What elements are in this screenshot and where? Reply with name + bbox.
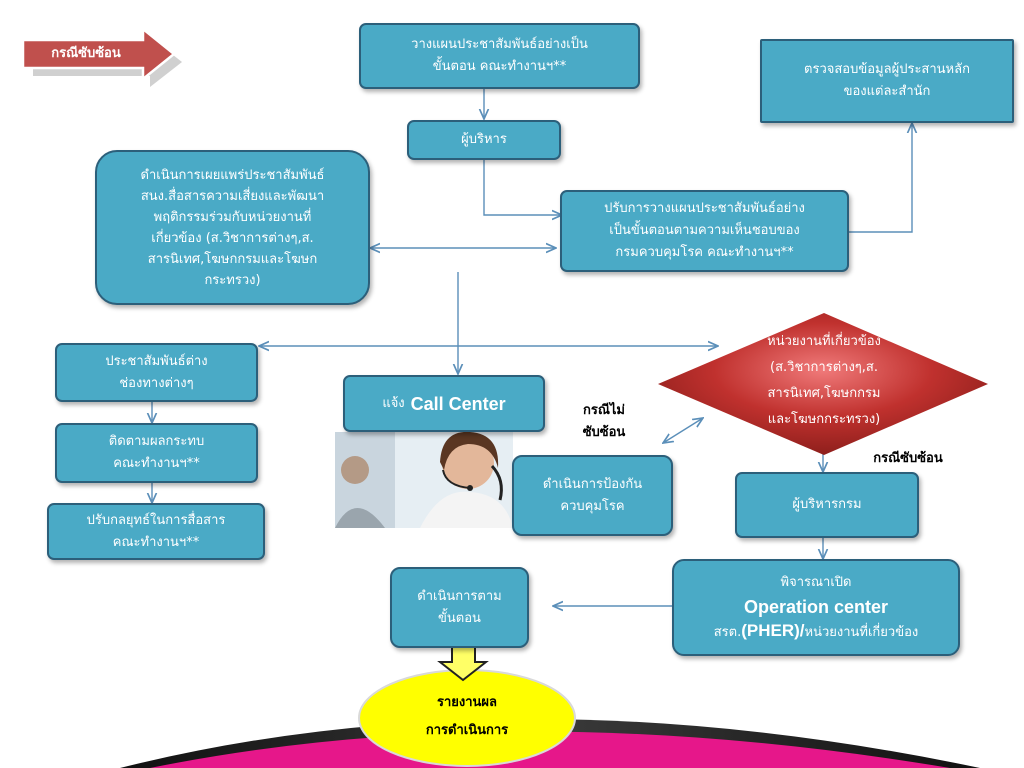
dept-executives-box: ผู้บริหารกรม [735, 472, 919, 538]
adjust-plan-box: ปรับการวางแผนประชาสัมพันธ์อย่าง เป็นขั้น… [560, 190, 849, 272]
executives-label: ผู้บริหาร [461, 132, 507, 147]
agencies-line-3: สารนิเทศ,โฆษกกรม [767, 386, 881, 401]
track-impact-line-2: คณะทำงานฯ** [113, 456, 200, 471]
disseminate-line-3: พฤติกรรมร่วมกับหน่วยงานที่ [153, 209, 312, 225]
agencies-line-1: หน่วยงานที่เกี่ยวข้อง [767, 334, 881, 349]
agencies-line-4: และโฆษกกระทรวง) [767, 412, 881, 427]
disseminate-line-5: สารนิเทศ,โฆษกกรมและโฆษก [147, 251, 318, 267]
operation-center-line-3-bold: (PHER)/ [741, 620, 805, 640]
operation-center-box: พิจารณาเปิด Operation center สรต.(PHER)/… [672, 559, 960, 656]
tag-complex: กรณีซับซ้อน [873, 451, 943, 466]
agencies-diamond-shape [658, 313, 988, 455]
follow-steps-line-2: ขั้นตอน [438, 610, 481, 626]
plan-pr-line-2: ขั้นตอน คณะทำงานฯ** [432, 59, 567, 74]
arrow-agencies-prevention [663, 418, 703, 443]
agencies-diamond-text: หน่วยงานที่เกี่ยวข้อง (ส.วิชาการต่างๆ,ส.… [720, 329, 928, 433]
tag-not-complex-line-1: กรณีไม่ [582, 403, 626, 418]
follow-steps-box: ดำเนินการตาม ขั้นตอน [390, 567, 529, 648]
pr-channels-box: ประชาสัมพันธ์ต่าง ช่องทางต่างๆ [55, 343, 258, 402]
operation-center-line-1: พิจารณาเปิด [780, 574, 852, 590]
call-center-agent-photo [335, 431, 513, 528]
badge-label: กรณีซับซ้อน [51, 46, 121, 61]
disseminate-box: ดำเนินการเผยแพร่ประชาสัมพันธ์ สนง.สื่อสา… [95, 150, 370, 305]
report-line-2: การดำเนินการ [425, 723, 509, 738]
check-info-box: ตรวจสอบข้อมูลผู้ประสานหลัก ของแต่ละสำนัก [760, 39, 1014, 123]
prevention-line-2: ควบคุมโรค [560, 498, 625, 514]
pr-channels-line-1: ประชาสัมพันธ์ต่าง [105, 353, 208, 369]
adjust-plan-line-1: ปรับการวางแผนประชาสัมพันธ์อย่าง [604, 201, 805, 216]
agencies-line-2: (ส.วิชาการต่างๆ,ส. [770, 360, 878, 375]
operation-center-line-3-prefix: สรต. [713, 624, 742, 640]
adjust-strategy-line-1: ปรับกลยุทธ์ในการสื่อสาร [86, 512, 226, 528]
track-impact-line-1: ติดตามผลกระทบ [108, 434, 205, 449]
operation-center-line-2: Operation center [743, 596, 889, 617]
disseminate-line-4: เกี่ยวข้อง (ส.วิชาการต่างๆ,ส. [151, 230, 314, 246]
tag-not-complex: กรณีไม่ ซับซ้อน [568, 400, 640, 444]
adjust-strategy-line-2: คณะทำงานฯ** [112, 534, 200, 550]
call-center-prefix: แจ้ง [382, 395, 405, 411]
pr-channels-line-2: ช่องทางต่างๆ [119, 375, 194, 391]
badge-arrow-shape [21, 26, 182, 87]
report-line-1: รายงานผล [436, 695, 498, 710]
operation-center-line-3-suffix: หน่วยงานที่เกี่ยวข้อง [804, 624, 919, 640]
operation-center-line-3: สรต.(PHER)/หน่วยงานที่เกี่ยวข้อง [714, 620, 919, 644]
arrow-exec-to-adjust [483, 160, 562, 215]
adjust-strategy-box: ปรับกลยุทธ์ในการสื่อสาร คณะทำงานฯ** [47, 503, 265, 560]
track-impact-box: ติดตามผลกระทบ คณะทำงานฯ** [55, 423, 258, 483]
call-center-box: แจ้ง Call Center [343, 375, 545, 432]
disseminate-line-2: สนง.สื่อสารความเสี่ยงและพัฒนา [140, 188, 325, 204]
tag-not-complex-line-2: ซับซ้อน [582, 425, 626, 440]
adjust-plan-line-2: เป็นขั้นตอนตามความเห็นชอบของ [609, 223, 800, 238]
disseminate-line-6: กระทรวง) [204, 272, 261, 288]
adjust-plan-line-3: กรมควบคุมโรค คณะทำงานฯ** [615, 245, 794, 260]
check-info-line-2: ของแต่ละสำนัก [843, 84, 931, 99]
prevention-line-1: ดำเนินการป้องกัน [542, 476, 643, 492]
disseminate-line-1: ดำเนินการเผยแพร่ประชาสัมพันธ์ [140, 167, 325, 183]
plan-pr-box: วางแผนประชาสัมพันธ์อย่างเป็น ขั้นตอน คณะ… [359, 23, 640, 89]
dept-executives-label: ผู้บริหารกรม [792, 497, 862, 512]
call-center-name: Call Center [410, 393, 506, 414]
check-info-line-1: ตรวจสอบข้อมูลผู้ประสานหลัก [804, 62, 970, 77]
plan-pr-line-1: วางแผนประชาสัมพันธ์อย่างเป็น [411, 37, 588, 52]
prevention-box: ดำเนินการป้องกัน ควบคุมโรค [512, 455, 673, 536]
report-text: รายงานผล การดำเนินการ [380, 689, 554, 745]
executives-box: ผู้บริหาร [407, 120, 561, 160]
follow-steps-line-1: ดำเนินการตาม [417, 588, 502, 604]
arrow-adjust-to-check [849, 123, 912, 233]
down-arrow-icon [437, 646, 489, 682]
